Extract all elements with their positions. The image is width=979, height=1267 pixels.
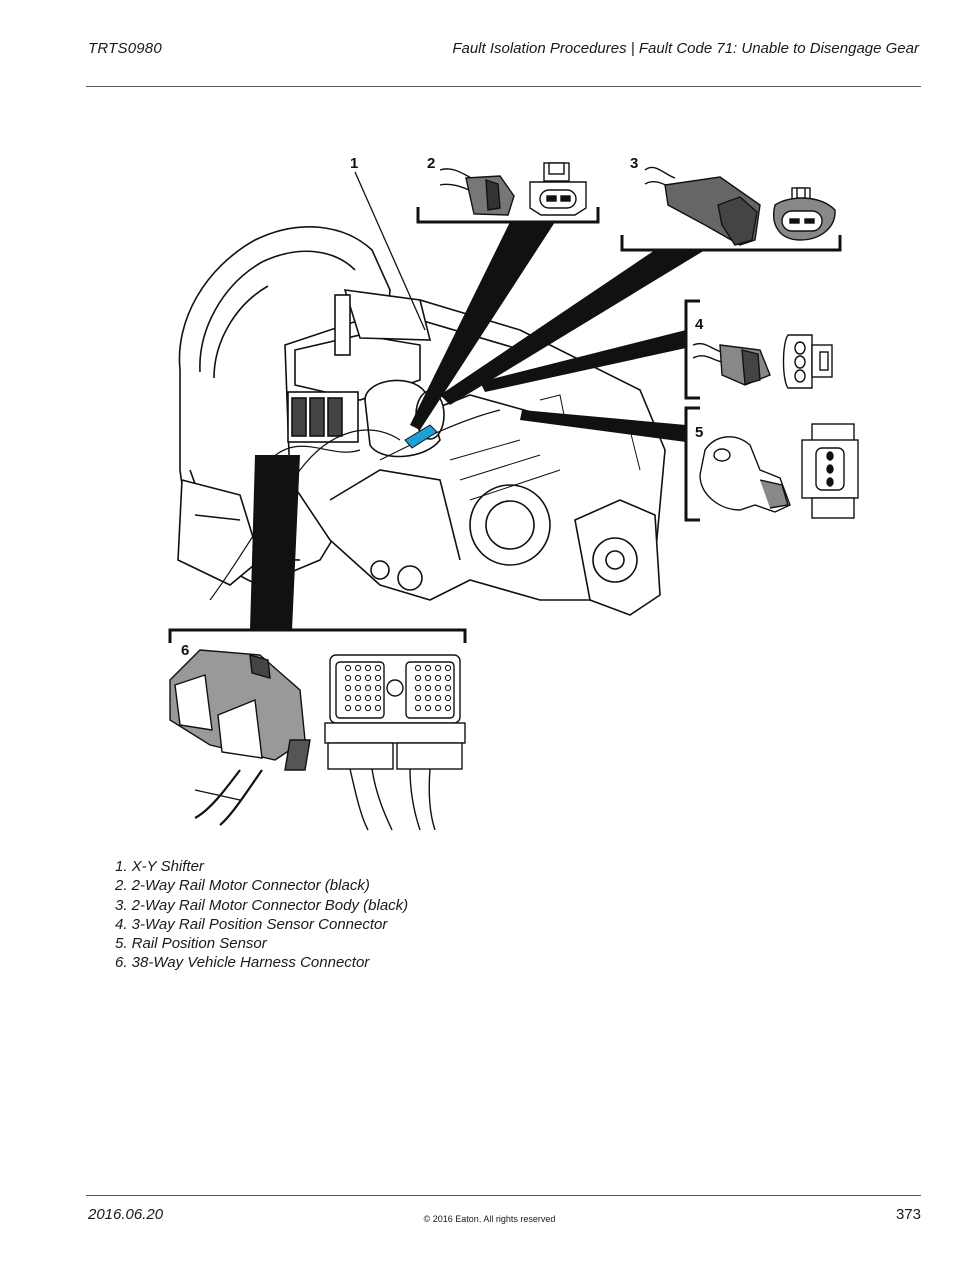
connector-pin xyxy=(414,664,422,672)
connector-pin xyxy=(354,674,362,682)
section-title: Fault Isolation Procedures | Fault Code … xyxy=(452,40,919,57)
transmission-connector-diagram: 1 2 3 4 5 6 xyxy=(168,155,859,831)
callout-5: 5 xyxy=(695,424,703,441)
rail-position-sensor-connector-detail xyxy=(692,334,833,389)
header-divider xyxy=(86,86,921,87)
connector-pin xyxy=(364,664,372,672)
legend-item-2: 2. 2-Way Rail Motor Connector (black) xyxy=(115,877,370,895)
connector-pin xyxy=(354,684,362,692)
connector-pin xyxy=(414,684,422,692)
connector-pin xyxy=(424,694,432,702)
connector-pin xyxy=(444,684,452,692)
connector-pin xyxy=(424,704,432,712)
vehicle-harness-connector-detail xyxy=(169,649,466,831)
connector-pin xyxy=(354,704,362,712)
document-id: TRTS0980 xyxy=(88,40,162,57)
connector-pin xyxy=(344,684,352,692)
callout-3: 3 xyxy=(630,155,638,172)
connector-pin xyxy=(424,674,432,682)
connector-pin xyxy=(444,664,452,672)
connector-pin xyxy=(424,664,432,672)
connector-pin xyxy=(374,684,382,692)
connector-pin xyxy=(414,704,422,712)
rail-position-sensor-detail xyxy=(699,423,859,519)
connector-pin xyxy=(444,704,452,712)
connector-pin xyxy=(374,674,382,682)
connector-pin xyxy=(364,704,372,712)
legend-item-6: 6. 38-Way Vehicle Harness Connector xyxy=(115,954,370,972)
leader-wedges xyxy=(250,222,705,630)
rail-motor-connector-detail xyxy=(439,162,587,216)
connector-pin xyxy=(434,694,442,702)
callout-4: 4 xyxy=(695,316,704,333)
highlighted-connector xyxy=(404,424,438,449)
footer-divider xyxy=(86,1195,921,1196)
callout-1-leader xyxy=(354,171,426,331)
connector-pin xyxy=(414,674,422,682)
connector-pin xyxy=(344,704,352,712)
callout-2: 2 xyxy=(427,155,435,172)
legend-item-5: 5. Rail Position Sensor xyxy=(115,935,267,953)
connector-pin xyxy=(364,694,372,702)
page-number: 373 xyxy=(895,1206,921,1223)
callout-1: 1 xyxy=(350,155,358,172)
connector-pin xyxy=(354,694,362,702)
connector-pin xyxy=(374,704,382,712)
connector-pin xyxy=(414,694,422,702)
connector-pin xyxy=(344,674,352,682)
legend-item-3: 3. 2-Way Rail Motor Connector Body (blac… xyxy=(115,896,409,914)
legend-item-4: 4. 3-Way Rail Position Sensor Connector xyxy=(115,915,388,933)
legend-item-1: 1. X-Y Shifter xyxy=(115,858,204,875)
connector-pin xyxy=(434,664,442,672)
connector-pin xyxy=(354,664,362,672)
connector-pin xyxy=(364,684,372,692)
connector-pin xyxy=(434,704,442,712)
figure-legend: 1. X-Y Shifter 2. 2-Way Rail Motor Conne… xyxy=(115,857,408,973)
revision-date: 2016.06.20 xyxy=(88,1206,164,1223)
connector-pin xyxy=(424,684,432,692)
connector-pin xyxy=(344,694,352,702)
callout-6: 6 xyxy=(181,642,189,659)
copyright-notice: © 2016 Eaton. All rights reserved xyxy=(423,1214,556,1224)
connector-pin xyxy=(374,694,382,702)
connector-pin xyxy=(444,674,452,682)
connector-pin xyxy=(444,694,452,702)
connector-pin xyxy=(434,674,442,682)
connector-pin xyxy=(344,664,352,672)
connector-pin xyxy=(434,684,442,692)
rail-motor-connector-body-detail xyxy=(644,166,836,246)
callout-brackets xyxy=(168,207,842,643)
connector-pin xyxy=(374,664,382,672)
connector-pin xyxy=(364,674,372,682)
transmission-illustration xyxy=(177,226,666,616)
